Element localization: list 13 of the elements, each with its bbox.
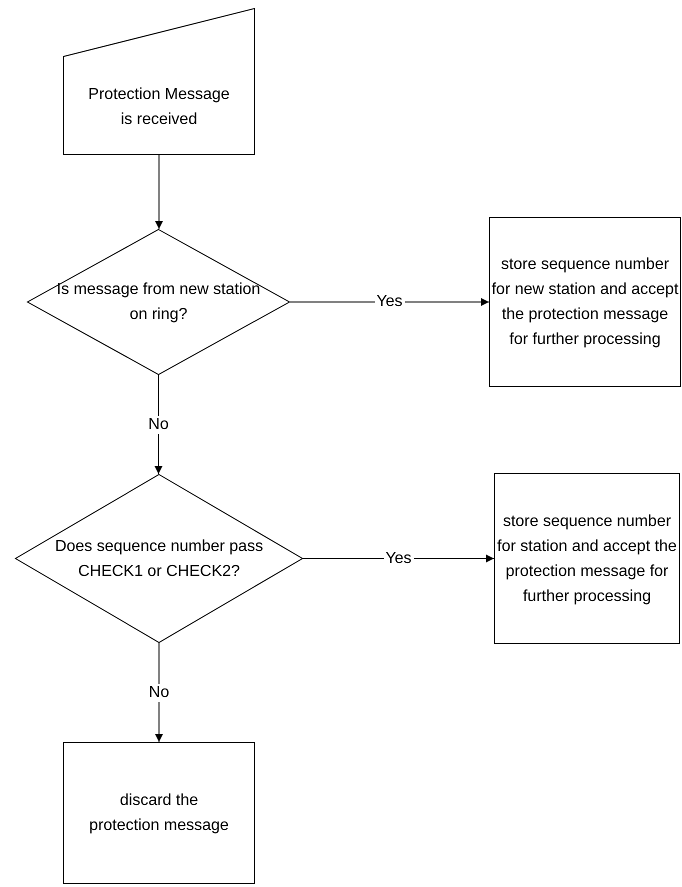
node-text: discard the protection message	[88, 791, 230, 836]
node-text: Protection Message is received	[87, 84, 231, 130]
node-text: store sequence number for station and accept the protection message for further processing	[496, 512, 678, 606]
process-box	[489, 217, 681, 387]
process-box	[63, 742, 255, 884]
node-text: store sequence number for new station and accept the protection message for further processing	[491, 255, 679, 350]
node-text: Does sequence number pass CHECK1 or CHECK2?	[54, 536, 264, 582]
decision-diamond	[27, 229, 290, 375]
decision-diamond	[15, 474, 303, 643]
manual-input-shape	[63, 8, 255, 155]
node-text: Is message from new station on ring?	[56, 280, 262, 325]
process-box	[494, 473, 680, 644]
arrow	[155, 154, 163, 230]
